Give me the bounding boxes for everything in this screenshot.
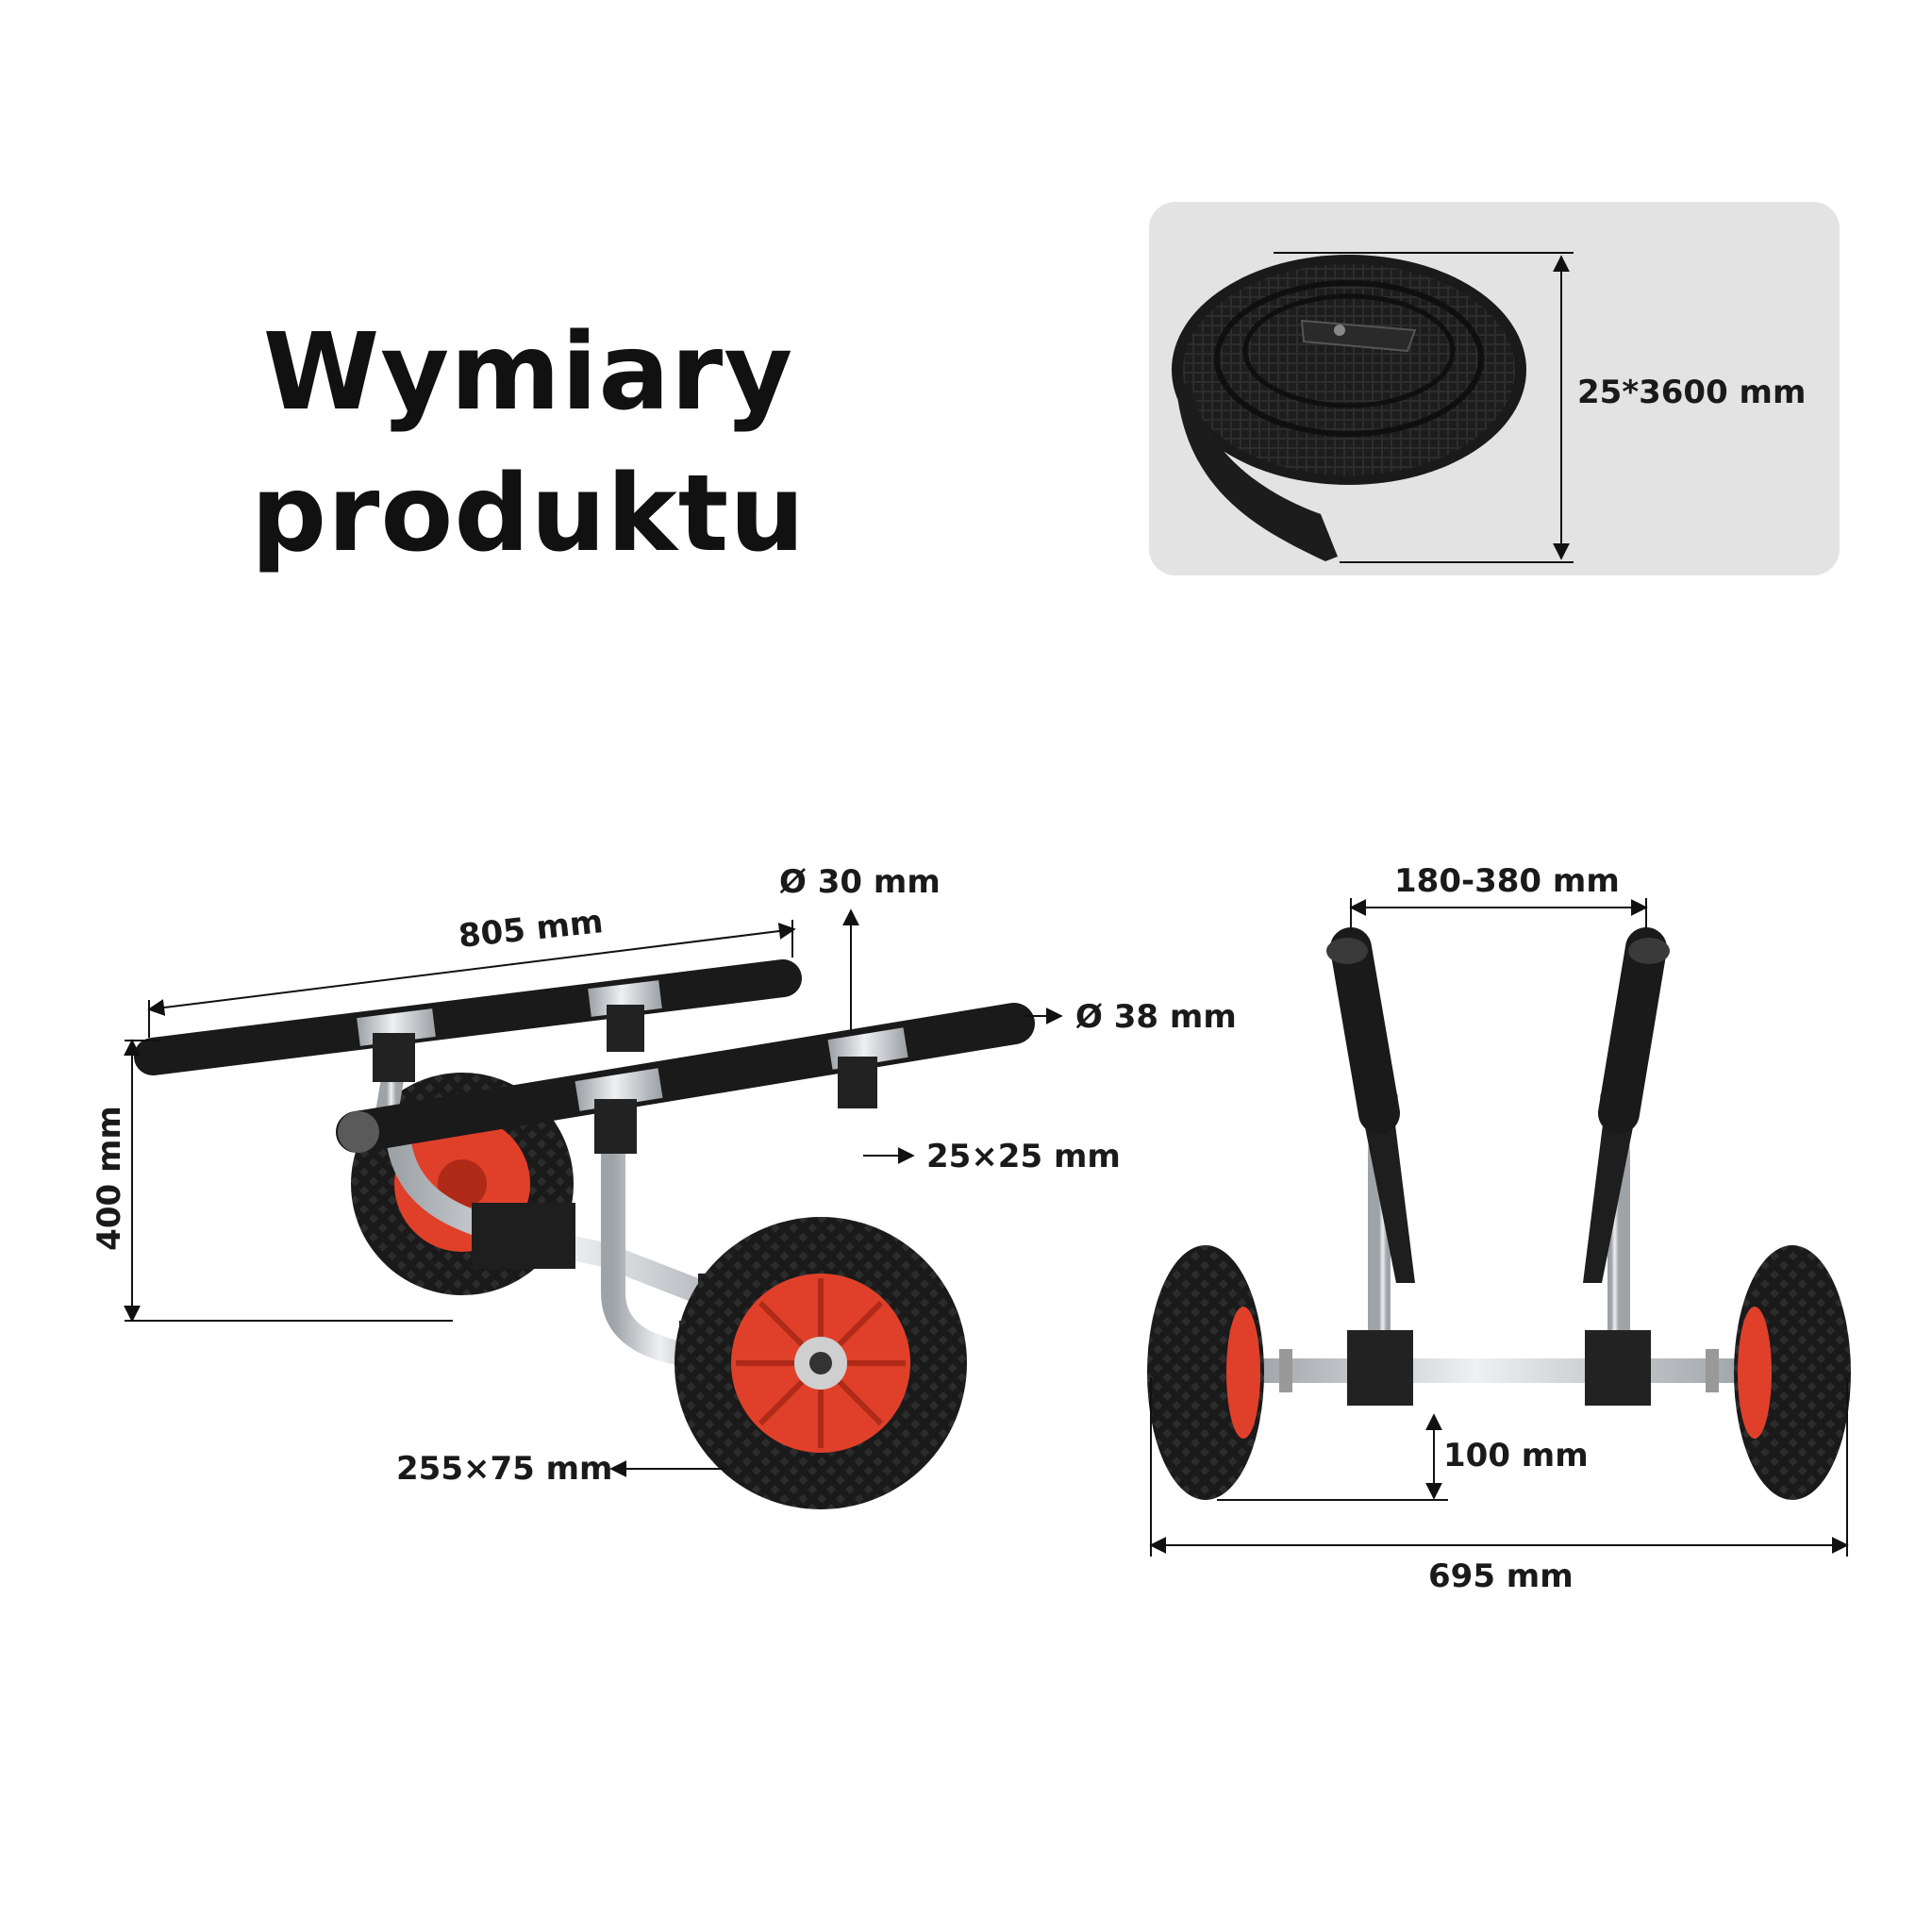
side-view-trolley xyxy=(134,959,1035,1509)
strap-dimension-label: 25*3600 mm xyxy=(1577,374,1807,411)
height-label: 400 mm xyxy=(91,1106,128,1251)
title-line-2: produktu xyxy=(250,453,806,575)
arm-spread-label: 180-380 mm xyxy=(1394,862,1620,900)
strap-image xyxy=(1172,255,1526,561)
title-line-1: Wymiary xyxy=(262,311,794,434)
bar-diameter-small-label: Ø 30 mm xyxy=(779,863,941,901)
side-view-dimension-lines xyxy=(124,908,1063,1477)
strap-dimension-line xyxy=(1274,252,1574,563)
front-view-trolley xyxy=(1147,927,1851,1500)
wheel-size-label: 255×75 mm xyxy=(396,1450,613,1488)
frame-tube-label: 25×25 mm xyxy=(926,1138,1121,1175)
page-title: Wymiary produktu xyxy=(189,302,868,585)
ground-clearance-label: 100 mm xyxy=(1443,1437,1589,1474)
total-width-label: 695 mm xyxy=(1428,1557,1574,1595)
bar-diameter-large-label: Ø 38 mm xyxy=(1075,998,1237,1036)
front-view-dimension-lines xyxy=(1149,898,1849,1557)
